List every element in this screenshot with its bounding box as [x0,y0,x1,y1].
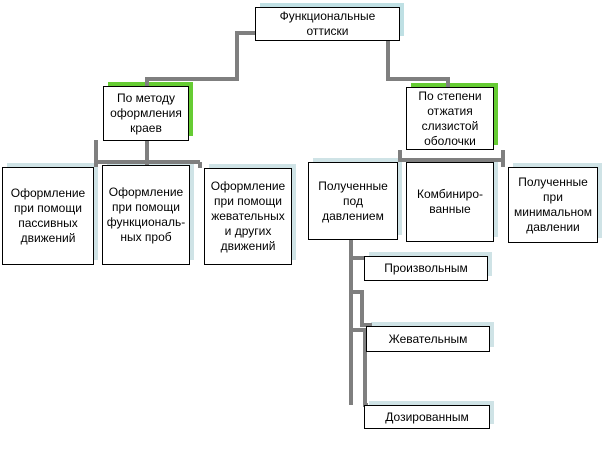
right-child-minimal: Полученные при минимальном давлении [508,163,602,243]
left-child-chewing: Оформление при помощи жевательных и друг… [204,164,296,265]
left-group-node: По методу оформления краев [103,82,193,141]
right-group-node: По степени отжатия слизистой оболочки [406,83,498,150]
right-child-pressure: Полученные под давлением [308,158,402,240]
pressure-type-chewing: Жевательным [366,322,494,352]
left-child-functional: Оформление при помощи функциональ- ных п… [102,161,194,265]
pressure-type-voluntary: Произвольным [364,252,492,281]
connector-root-right [386,31,450,87]
root-node: Функциональные оттиски [255,3,404,41]
connector-right-bus [398,150,503,162]
connector-root-left [145,31,255,86]
right-child-combined: Комбиниро- ванные [406,158,498,242]
left-child-passive: Оформление при помощи пассивных движений [2,163,98,265]
pressure-type-dosed: Дозированным [364,401,494,429]
